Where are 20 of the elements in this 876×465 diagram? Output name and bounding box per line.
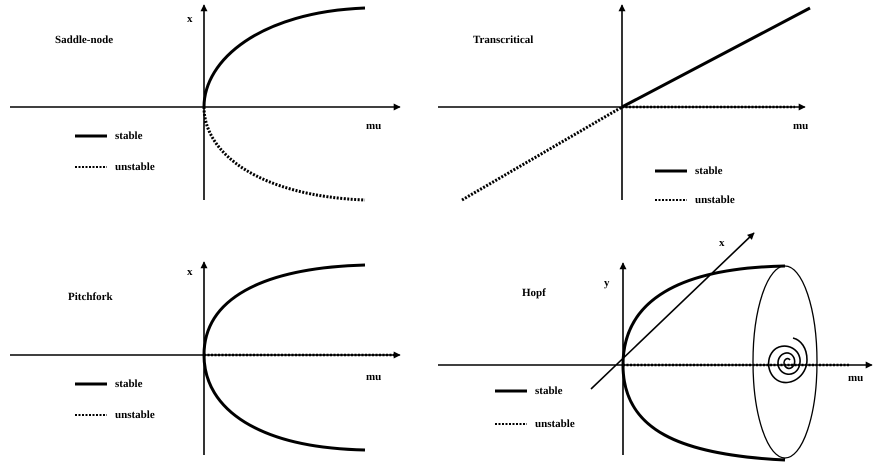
legend-text: unstable: [535, 418, 575, 430]
plot-title: Pitchfork: [68, 291, 113, 304]
legend-text: unstable: [115, 161, 155, 173]
plot-title: Saddle-node: [55, 34, 114, 47]
axis-label: mu: [848, 372, 864, 385]
axis-label: mu: [366, 371, 382, 384]
legend-text: unstable: [115, 409, 155, 421]
axis-label: x: [187, 13, 192, 26]
axis-label: x: [187, 266, 192, 279]
axis-label: mu: [366, 120, 382, 133]
legend-text: unstable: [695, 194, 735, 206]
axis-label: mu: [793, 120, 808, 133]
legend-text: stable: [695, 165, 722, 177]
legend-text: stable: [115, 130, 142, 142]
plot-title: Hopf: [522, 287, 546, 300]
axis-label: y: [604, 277, 610, 290]
legend-text: stable: [115, 378, 142, 390]
plot-title: Transcritical: [473, 34, 534, 47]
axis-label: x: [719, 237, 724, 250]
legend-text: stable: [535, 385, 562, 397]
